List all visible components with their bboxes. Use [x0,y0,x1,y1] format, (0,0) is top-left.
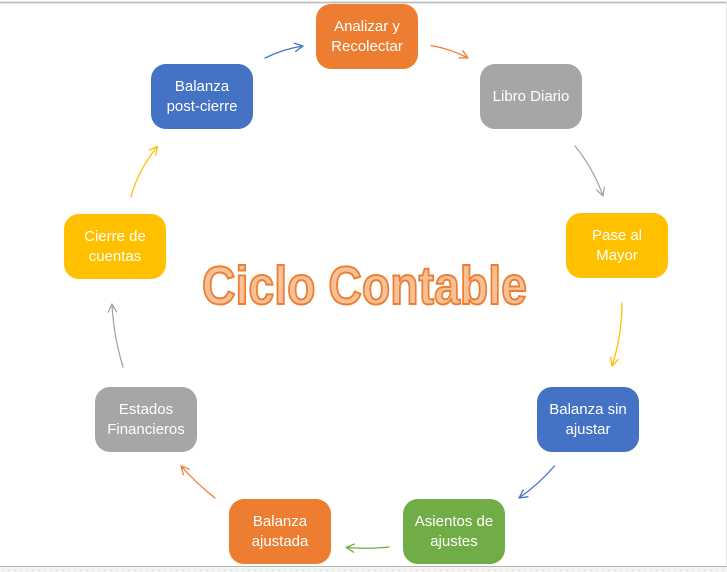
svg-text:Ciclo Contable: Ciclo Contable [202,256,527,316]
